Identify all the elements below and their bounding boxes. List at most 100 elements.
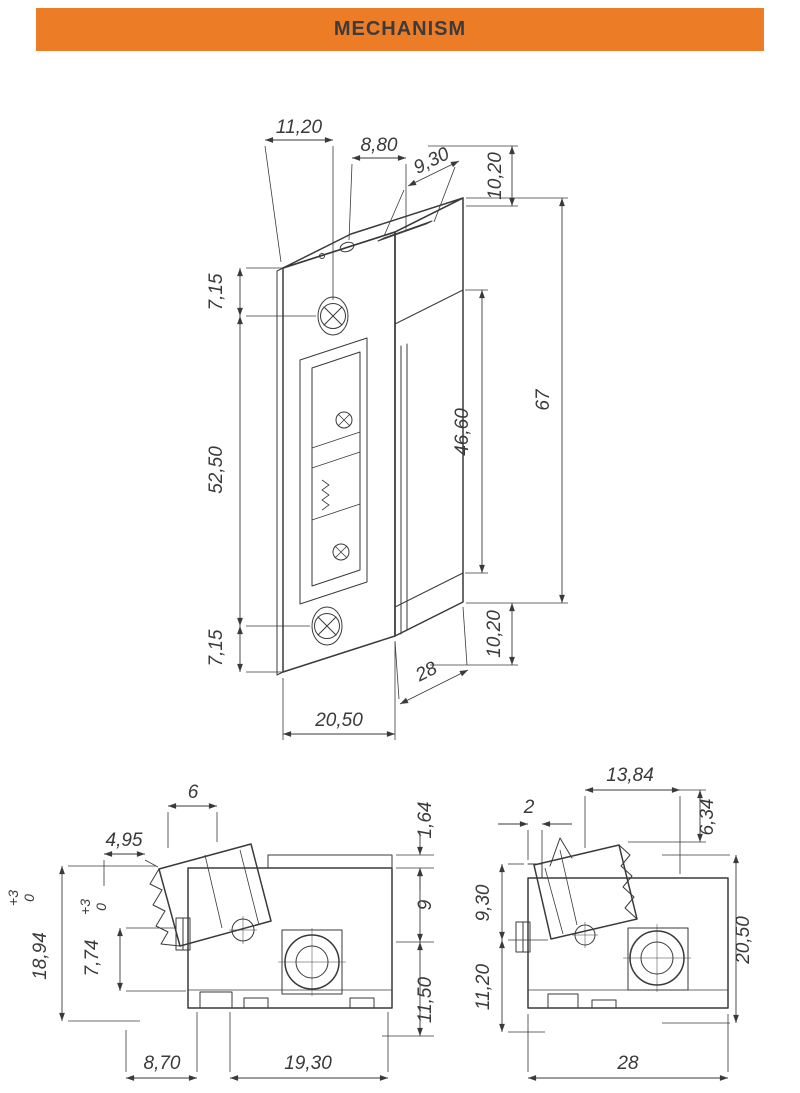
dimension-label: 4,95 <box>106 830 143 851</box>
jaw-teeth <box>618 844 638 920</box>
extension-line <box>383 189 405 237</box>
pivot-centerlines <box>572 922 598 948</box>
dim-jaw-tip-width: 6 <box>167 782 218 848</box>
top-slot <box>377 220 433 242</box>
dim-jaw-depth: +3 0 7,74 <box>77 899 186 992</box>
base-blocks <box>199 991 375 1009</box>
body-outline <box>527 877 729 1009</box>
keeper-mechanism-details <box>311 411 361 561</box>
cam-housing <box>627 927 689 991</box>
tolerance-lower-label: 0 <box>93 903 109 911</box>
section-body-drawing <box>515 837 729 1009</box>
dim-upper-depth: 9,30 <box>473 863 548 941</box>
extension-line <box>433 166 456 223</box>
dim-lower-depth: 11,50 <box>382 942 436 1037</box>
dimension-label: 7,74 <box>82 940 103 977</box>
screw-bottom <box>311 606 343 646</box>
base-blocks <box>547 993 617 1009</box>
cam-centerlines <box>278 928 346 996</box>
dimension-label: 19,30 <box>284 1053 332 1074</box>
section-view-right: 13,84 2 6,34 9,30 11,20 <box>473 765 754 1081</box>
dimension-label: 7,15 <box>206 629 227 666</box>
dimension-label: 6 <box>188 782 199 803</box>
dimension-label: 8,80 <box>361 135 398 156</box>
dimension-label: 46,60 <box>452 408 473 456</box>
tolerance-upper-label: +3 <box>5 890 21 906</box>
screw-head <box>320 303 346 329</box>
dim-cavity-height: 46,60 <box>452 289 488 574</box>
mechanism-lines <box>311 431 361 521</box>
top-pin-hole <box>319 253 325 259</box>
extension-line <box>462 606 468 666</box>
dim-jaw-top-width: 13,84 <box>584 765 681 874</box>
dimension-label: 2 <box>523 797 535 818</box>
dimension-label: 10,20 <box>485 152 506 200</box>
page-title: MECHANISM <box>333 18 467 40</box>
screw-head <box>314 613 340 639</box>
dim-overall-height: 67 <box>466 197 568 604</box>
tolerance-upper-label: +3 <box>77 899 93 915</box>
strike-body-drawing <box>276 197 464 676</box>
dimension-label: 52,50 <box>206 446 227 494</box>
dim-right-width: 19,30 <box>229 1012 389 1081</box>
dimension-label: 13,84 <box>606 765 654 786</box>
dim-faceplate-width: 20,50 <box>282 642 396 740</box>
dimension-label: 1,64 <box>415 802 436 839</box>
spring-zigzag <box>321 479 330 511</box>
top-lip <box>267 854 393 869</box>
dim-screw-chain: 7,15 52,50 7,15 <box>206 267 316 673</box>
top-hole <box>339 241 355 253</box>
jaw-spike <box>549 837 573 867</box>
dim-upper-depth: 9 <box>396 868 436 943</box>
dimension-label: 11,20 <box>276 117 323 138</box>
keeper-inner-band <box>311 351 361 587</box>
dimension-label: 67 <box>533 388 554 411</box>
extension-line <box>348 163 353 241</box>
pivot-centerlines <box>229 916 257 944</box>
dim-overall-width: 28 <box>527 1014 729 1081</box>
dimension-label: 11,20 <box>473 964 494 1011</box>
body-top-face <box>282 197 464 269</box>
cam-centerlines <box>623 924 691 992</box>
phillips-cross-icon <box>317 616 337 636</box>
dimension-label: 20,50 <box>733 916 754 965</box>
dim-body-height: 20,50 <box>662 854 754 1024</box>
dim-overall-depth: 28 <box>394 606 469 705</box>
dim-left-width: 8,70 <box>125 1012 198 1081</box>
keeper-side-edges <box>400 343 408 635</box>
front-bracket <box>175 917 191 951</box>
dim-lip-width: 2 <box>498 797 572 874</box>
dim-top-width: 11,20 <box>264 117 334 300</box>
dim-top-offset: 8,80 <box>348 135 407 241</box>
screw-slot-oval <box>311 606 343 646</box>
dim-lower-depth: 11,20 <box>473 940 545 1033</box>
dim-back-height-bottom: 10,20 <box>430 603 518 666</box>
extension-line <box>264 145 282 263</box>
section-view-left: 6 4,95 1,64 9 +3 0 18,94 <box>5 782 436 1081</box>
tolerance-lower-label: 0 <box>21 894 37 902</box>
screw-top <box>317 296 349 336</box>
body-outline <box>187 867 393 1009</box>
keeper-jaw <box>158 843 272 947</box>
dim-total-depth: +3 0 18,94 <box>5 865 156 1022</box>
dimension-label: 8,70 <box>144 1053 181 1074</box>
keeper-cutout <box>299 337 368 605</box>
jaw-inner-lines <box>204 849 260 929</box>
dimension-label: 9,30 <box>410 143 453 178</box>
extension-line <box>394 640 400 700</box>
dimension-label: 10,20 <box>484 610 505 658</box>
body-side-face <box>394 197 464 637</box>
dimension-label: 9,30 <box>473 884 494 921</box>
header-banner: MECHANISM <box>36 8 764 51</box>
dimension-line <box>399 669 469 705</box>
front-bracket <box>515 921 531 953</box>
dimension-label: 11,50 <box>415 977 436 1024</box>
side-cavity-lines <box>394 289 464 608</box>
dim-lip-height: 1,64 <box>396 802 436 890</box>
phillips-cross-icon <box>334 545 348 559</box>
jaw-teeth <box>149 868 181 947</box>
phillips-cross-icon <box>337 413 351 427</box>
perspective-view: 11,20 8,80 10,20 9,30 7, <box>206 117 568 740</box>
dimension-label: 18,94 <box>30 932 51 980</box>
